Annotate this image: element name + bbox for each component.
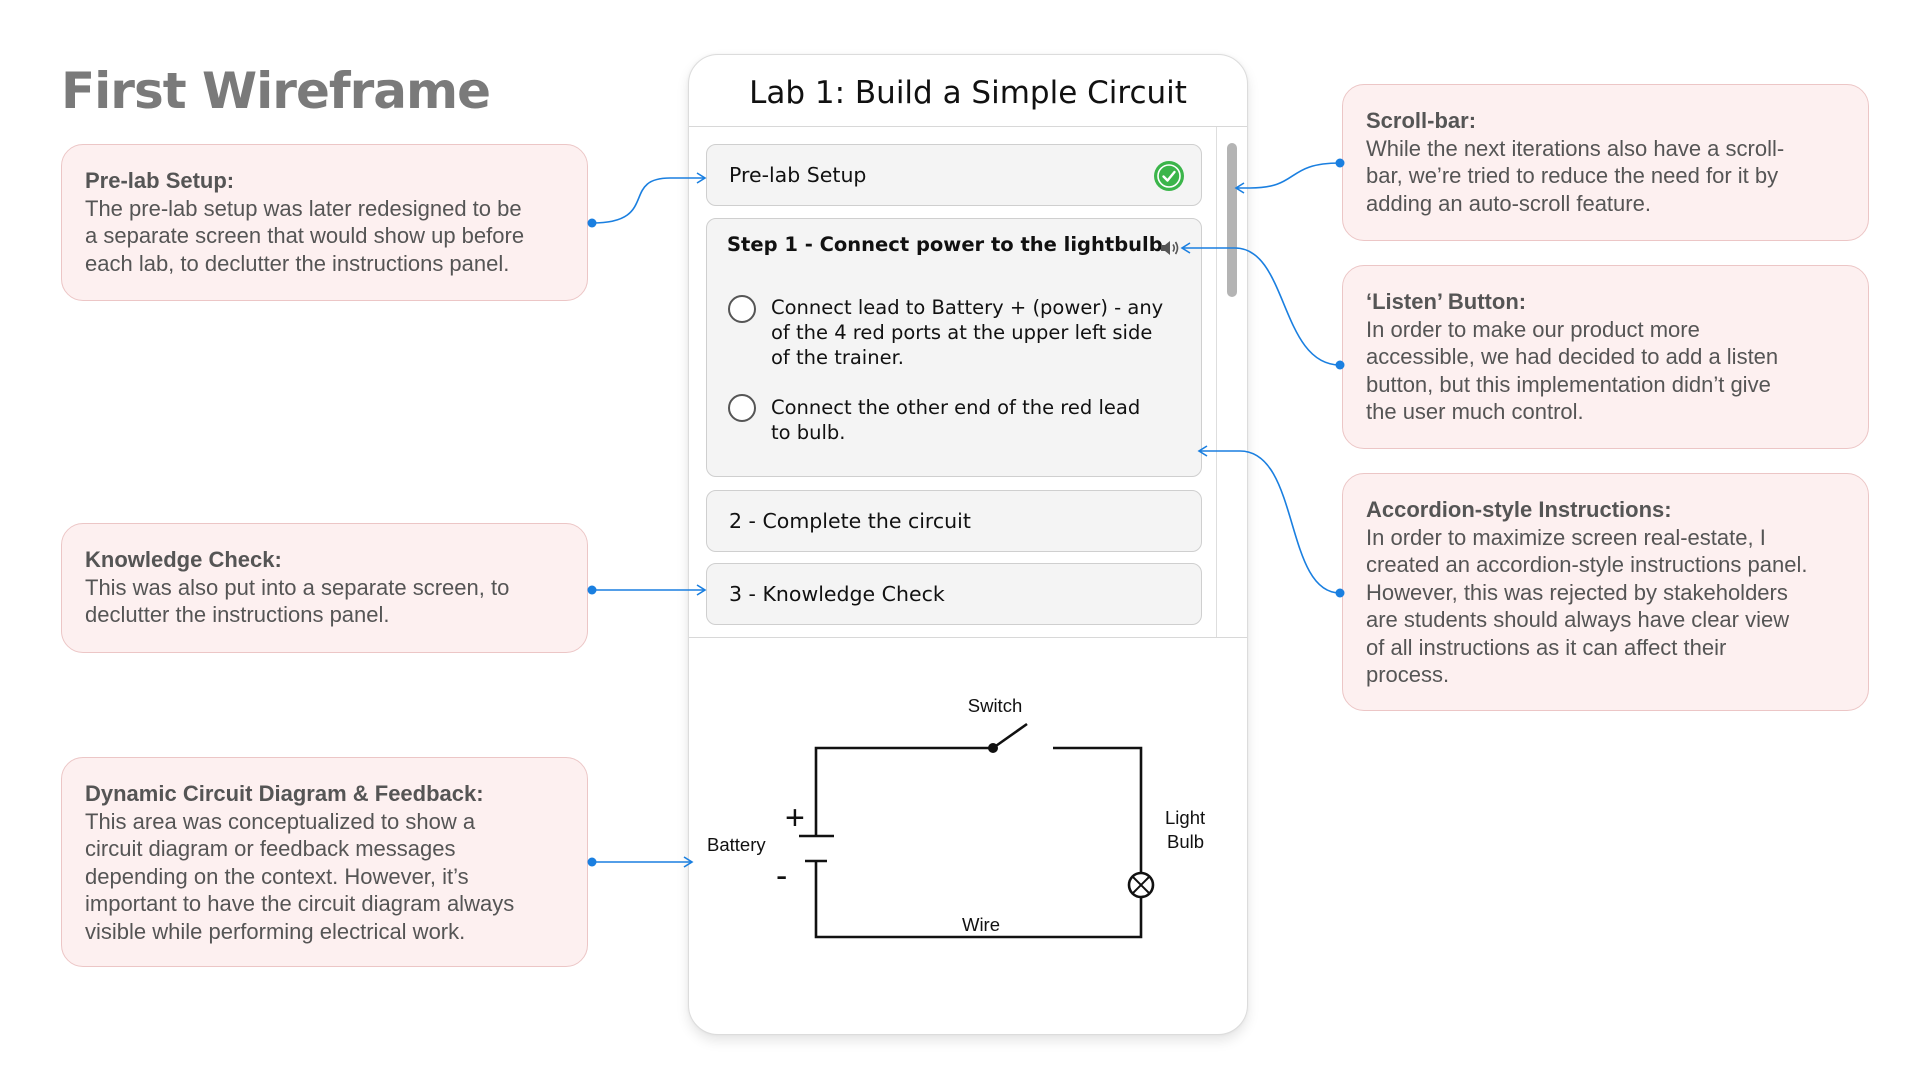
note-line: are students should always have clear vi… (1366, 607, 1790, 632)
note-line: The pre-lab setup was later redesigned t… (85, 195, 522, 221)
light-label: Light (1165, 807, 1205, 828)
scroll-thumb[interactable] (1227, 143, 1237, 297)
speaker-icon[interactable] (1159, 238, 1181, 258)
battery-minus: - (776, 857, 787, 895)
phone-wireframe: Lab 1: Build a Simple Circuit Pre-lab Se… (688, 54, 1248, 1035)
note-accordion-instructions: Accordion-style Instructions: In order t… (1342, 473, 1869, 711)
circuit-diagram: Switch Battery + - Light Bulb Wire (707, 695, 1205, 939)
note-line: circuit diagram or feedback messages (85, 836, 456, 861)
task-text: Connect lead to Battery + (power) - any … (771, 295, 1181, 370)
note-title: Dynamic Circuit Diagram & Feedback: (85, 781, 484, 806)
note-line: of all instructions as it can affect the… (1366, 634, 1727, 660)
note-line: accessible, we had decided to add a list… (1366, 344, 1779, 369)
battery-plus: + (785, 799, 805, 837)
note-line: a separate screen that would show up bef… (85, 223, 525, 248)
accordion-label: 3 - Knowledge Check (729, 582, 945, 606)
wire-right (1053, 746, 1143, 873)
note-listen-button: ‘Listen’ Button: In order to make our pr… (1342, 265, 1869, 449)
accordion-prelab-setup[interactable]: Pre-lab Setup (706, 144, 1202, 206)
bulb-cross (1131, 875, 1151, 895)
wire-left-bottom (814, 862, 1143, 939)
note-line: This was also put into a separate screen… (85, 574, 510, 600)
wire-top-left (814, 746, 993, 835)
bulb-circle (1127, 871, 1155, 899)
note-line: adding an auto-scroll feature. (1366, 190, 1651, 216)
note-line: each lab, to declutter the instructions … (85, 250, 510, 276)
task-line: to bulb. (771, 421, 846, 444)
note-line: the user much control. (1366, 399, 1584, 424)
task-line: Connect the other end of the red lead (771, 396, 1141, 419)
note-title: Scroll-bar: (1366, 108, 1477, 133)
note-title: ‘Listen’ Button: (1366, 289, 1527, 314)
lab-title: Lab 1: Build a Simple Circuit (689, 55, 1247, 127)
note-title: Pre-lab Setup: (85, 168, 235, 193)
instructions-panel: Pre-lab Setup Step 1 - Connect power to … (689, 127, 1247, 638)
accordion-label: Pre-lab Setup (729, 163, 867, 187)
note-line: important to have the circuit diagram al… (85, 891, 515, 916)
task-checkbox[interactable] (728, 394, 756, 422)
note-circuit-diagram: Dynamic Circuit Diagram & Feedback: This… (61, 757, 588, 967)
step-title: Step 1 - Connect power to the lightbulb (727, 233, 1163, 256)
note-prelab-setup: Pre-lab Setup: The pre-lab setup was lat… (61, 144, 588, 301)
accordion-step-1[interactable]: Step 1 - Connect power to the lightbulb … (706, 218, 1202, 477)
note-line: process. (1366, 662, 1450, 687)
switch-pivot (988, 743, 998, 753)
arrow-dot (587, 218, 597, 228)
task-text: Connect the other end of the red lead to… (771, 395, 1181, 445)
battery-label: Battery (707, 834, 766, 855)
note-scroll-bar: Scroll-bar: While the next iterations al… (1342, 84, 1869, 241)
scroll-bar[interactable] (1216, 127, 1247, 637)
task-line: Connect lead to Battery + (power) - any (771, 296, 1164, 319)
note-title: Accordion-style Instructions: (1366, 497, 1672, 522)
arrow-dot (587, 857, 597, 867)
note-line: declutter the instructions panel. (85, 602, 390, 627)
task-line: of the trainer. (771, 346, 905, 369)
note-line: While the next iterations also have a sc… (1366, 135, 1785, 161)
accordion-step-2[interactable]: 2 - Complete the circuit (706, 490, 1202, 552)
arrow-dot (587, 585, 597, 595)
note-line: In order to make our product more (1366, 316, 1700, 342)
note-line: depending on the context. However, it’s (85, 863, 469, 889)
note-line: button, but this implementation didn’t g… (1366, 371, 1771, 397)
note-line: bar, we’re tried to reduce the need for … (1366, 163, 1779, 188)
arrow-scroll-bar (1234, 162, 1341, 194)
note-line: visible while performing electrical work… (85, 918, 466, 944)
note-line: This area was conceptualized to show a (85, 808, 476, 834)
note-title: Knowledge Check: (85, 547, 282, 572)
note-line: However, this was rejected by stakeholde… (1366, 579, 1788, 605)
note-line: created an accordion-style instructions … (1366, 552, 1808, 577)
note-line: In order to maximize screen real-estate,… (1366, 524, 1766, 550)
task-checkbox[interactable] (728, 295, 756, 323)
page-title: First Wireframe (61, 62, 491, 120)
wire-label: Wire (962, 914, 1000, 935)
switch-label: Switch (968, 695, 1023, 716)
note-knowledge-check: Knowledge Check: This was also put into … (61, 523, 588, 653)
switch-lever (992, 722, 1028, 750)
check-circle-icon (1154, 161, 1184, 191)
accordion-label: 2 - Complete the circuit (729, 509, 971, 533)
accordion-step-3[interactable]: 3 - Knowledge Check (706, 563, 1202, 625)
task-line: of the 4 red ports at the upper left sid… (771, 321, 1153, 344)
bulb-label: Bulb (1167, 831, 1204, 852)
